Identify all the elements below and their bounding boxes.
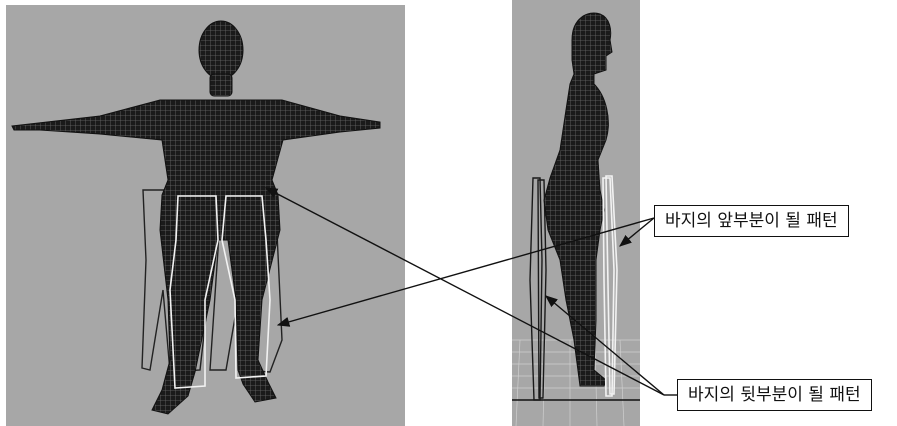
- back-pattern-label: 바지의 뒷부분이 될 패턴: [677, 379, 872, 411]
- front-view-panel: [6, 5, 405, 426]
- side-view-panel: [512, 0, 640, 426]
- front-pattern-label: 바지의 앞부분이 될 패턴: [654, 205, 849, 237]
